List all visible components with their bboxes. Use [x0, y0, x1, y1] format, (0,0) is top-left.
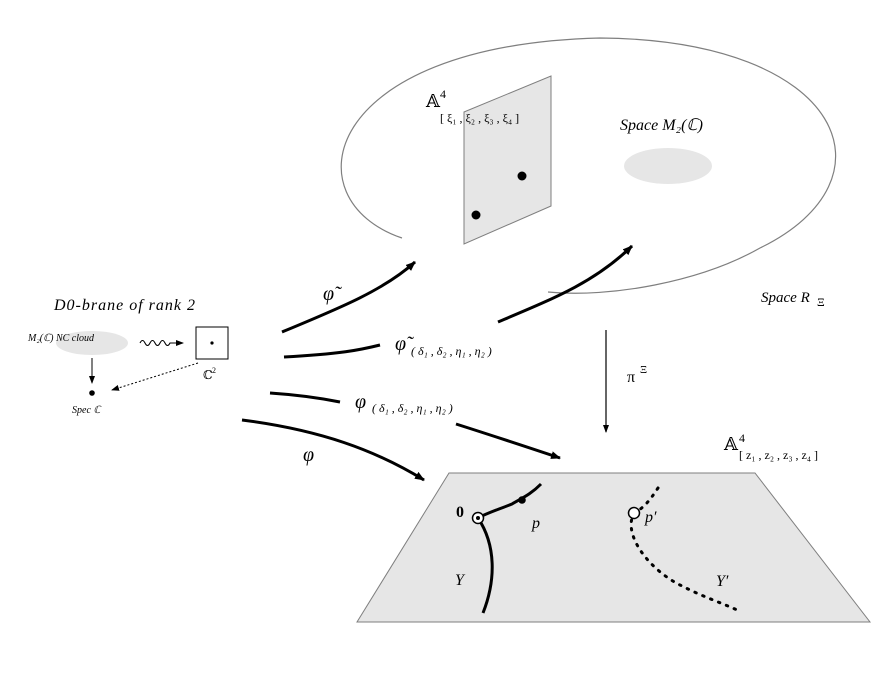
space-r-ellipse: [340, 37, 837, 294]
nc-cloud-label: M₂(ℂ) NC cloud: [27, 333, 95, 344]
point-in-plane-upper: [517, 171, 527, 181]
p-label: p: [531, 515, 540, 532]
point-p-prime: [627, 506, 641, 520]
spec-point: [89, 390, 95, 396]
zero-label: 0: [456, 504, 464, 521]
a4-top-sub: [ ξ₁ , ξ₂ , ξ₃ , ξ₄ ]: [440, 111, 519, 125]
a4-top-label: 𝔸: [425, 91, 441, 111]
arrow-phi-tilde: [281, 260, 417, 334]
c2-to-spec-dotted-arrow: [111, 362, 199, 391]
space-m2-label: Space M₂(ℂ): [620, 117, 703, 134]
arrow-phi: [241, 418, 425, 482]
a4-bottom-sub: [ z₁ , z₂ , z₃ , z₄ ]: [739, 448, 818, 462]
point-in-plane-lower: [471, 210, 481, 220]
arrow-phi-delta-cont: [455, 422, 561, 460]
arrow-phi-tilde-delta: [283, 343, 381, 359]
spec-label: Spec ℂ: [72, 405, 102, 416]
phi-tilde-delta-sub: ( δ₁ , δ₂ , η₁ , η₂ ): [411, 344, 492, 358]
Y-prime-label: Y′: [716, 573, 729, 590]
phi-delta-sub: ( δ₁ , δ₂ , η₁ , η₂ ): [372, 401, 453, 415]
squiggle-arrow: [139, 339, 184, 347]
phi-delta-main: φ: [355, 391, 366, 413]
arrow-phi-delta: [269, 391, 341, 404]
p-prime-label: p′: [644, 509, 657, 526]
d0-title: D0-brane of rank 2: [53, 297, 196, 314]
phi-label: φ: [303, 444, 314, 466]
a4-bottom-sup: 4: [739, 431, 745, 445]
arrow-phi-tilde-delta-cont: [497, 244, 634, 324]
curve-Y: [475, 482, 543, 614]
affine-plane-z: [356, 472, 872, 623]
c2-sup: 2: [212, 366, 216, 375]
pi-sup: Ξ: [640, 364, 647, 376]
space-m2-blob: [624, 148, 712, 184]
space-r-sub: Ξ: [817, 295, 825, 309]
phi-tilde-label: φ̃: [323, 283, 342, 305]
c2-label: ℂ: [203, 368, 213, 382]
space-r-label: Space R: [761, 290, 810, 306]
nc-cloud: [56, 331, 128, 355]
a4-top-sup: 4: [440, 87, 446, 101]
point-p: [518, 496, 526, 504]
point-zero: [476, 516, 480, 520]
a4-bottom-label: 𝔸: [723, 434, 739, 454]
c2-box: [195, 326, 229, 360]
affine-plane-xi: [463, 75, 552, 245]
pi-label: π: [627, 369, 635, 386]
Y-label: Y: [455, 572, 466, 589]
c2-point: [210, 341, 214, 345]
